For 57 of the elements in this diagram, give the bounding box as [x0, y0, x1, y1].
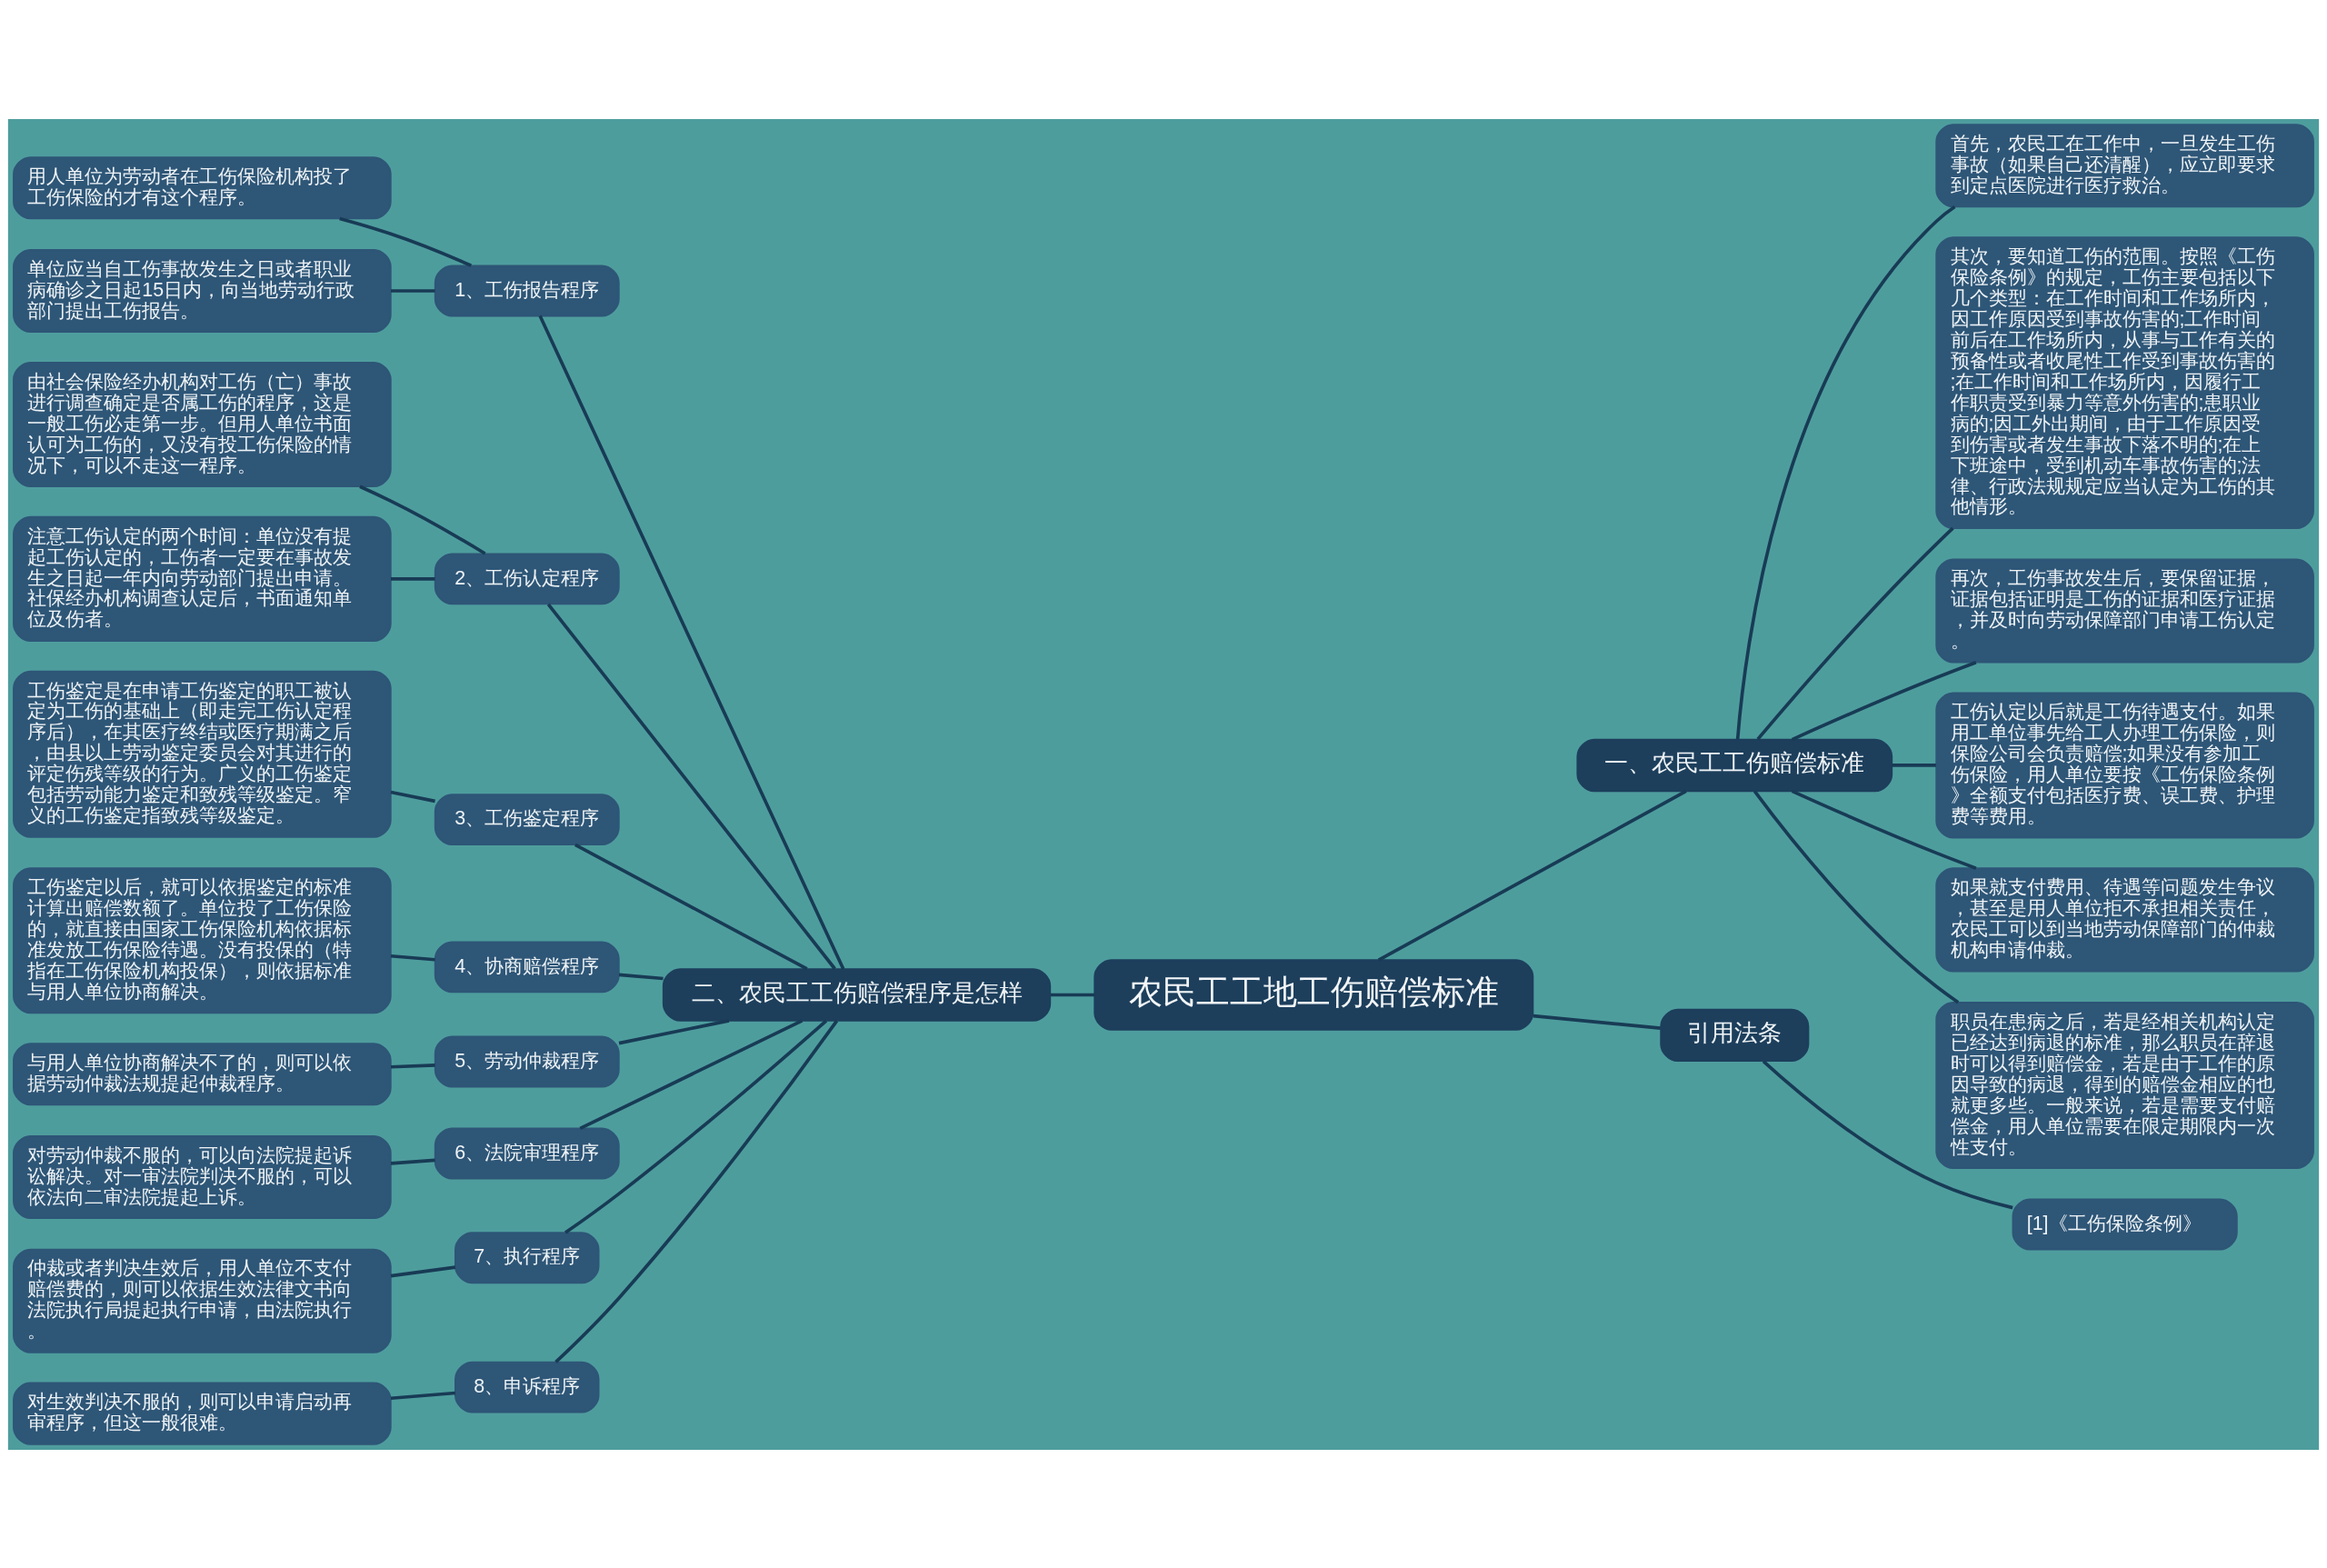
node-box: 7、执行程序: [454, 1231, 600, 1283]
connector: [1892, 763, 1936, 767]
connector: [390, 1391, 456, 1400]
node-box: 注意工伤认定的两个时间：单位没有提起工伤认定的，工伤者一定要在事故发生之日起一年内向劳动部门提出申请。社保经办机构调查认定后，书面通知单位及伤者。: [13, 515, 392, 642]
node-box: 一、农民工工伤赔偿标准: [1576, 738, 1893, 792]
node-box: 工伤认定以后就是工伤待遇支付。如果用工单位事先给工人办理工伤保险，则保险公司会负责赔偿;如果没有参加工伤保险，用人单位要按《工伤保险条例》全额支付包括医疗费、误工费、护理费等费用。: [1935, 691, 2314, 838]
connector: [618, 1018, 730, 1044]
node-box: 农民工工地工伤赔偿标准: [1094, 958, 1534, 1031]
node-box: 对生效判决不服的，则可以申请启动再审程序，但这一般很难。: [13, 1382, 392, 1445]
connector: [546, 603, 836, 970]
connector: [1533, 1014, 1661, 1030]
node-box: 再次，工伤事故发生后，要保留证据，证据包括证明是工伤的证据和医疗证据，并及时向劳动保障部门申请工伤认定。: [1935, 558, 2314, 664]
node-box: 单位应当自工伤事故发生之日或者职业病确诊之日起15日内，向当地劳动行政部门提出工伤报告。: [13, 248, 392, 333]
node-box: 其次，要知道工伤的范围。按照《工伤保险条例》的规定，工伤主要包括以下几个类型：在工作时间和工作场所内，因工作原因受到事故伤害的;工作时间前后在工作场所内，从事与工作有关的预备性或者收尾性工作受到事故伤害的;在工作时间和工作场所内，因履行工作职责受到暴力等意外伤害的;患职业病的;因工外出期间，由于工作原因受到伤害或者发生事故下落不明的;在上下班途中，受到机动车事故伤害的;法律、行政法规规定应当认定为工伤的其他情形。: [1935, 235, 2314, 529]
connector: [538, 315, 845, 970]
connector: [1791, 789, 1977, 870]
connector: [579, 1018, 804, 1130]
connector: [618, 973, 664, 980]
node-box: [1]《工伤保险条例》: [2012, 1198, 2238, 1250]
connector: [1762, 1059, 2013, 1209]
node-box: 工伤鉴定以后，就可以依据鉴定的标准计算出赔偿数额了。单位投了工伤保险的，就直接由国家工伤保险机构依据标准发放工伤保险待遇。没有投保的（特指在工伤保险机构投保），则依据标准与用人单位协商解决。: [13, 866, 392, 1014]
connector: [359, 484, 486, 555]
node-box: 引用法条: [1660, 1008, 1810, 1062]
node-box: 5、劳动仲裁程序: [434, 1035, 620, 1087]
connector: [339, 216, 473, 267]
connector: [391, 288, 435, 293]
node-box: 仲裁或者判决生效后，用人单位不支付赔偿费的，则可以依据生效法律文书向法院执行局提起执行申请，由法院执行。: [13, 1248, 392, 1353]
connector: [574, 843, 808, 971]
node-box: 3、工伤鉴定程序: [434, 793, 620, 845]
connector: [564, 1019, 828, 1234]
connector: [390, 954, 435, 962]
node-box: 6、法院审理程序: [434, 1127, 620, 1179]
node-box: 8、申诉程序: [454, 1361, 600, 1413]
connector: [1753, 789, 1960, 1004]
connector: [391, 576, 435, 581]
node-box: 职员在患病之后，若是经相关机构认定已经达到病退的标准，那么职员在辞退时可以得到赔偿金，若是由于工作的原因导致的病退，得到的赔偿金相应的也就更多些。一般来说，若是需要支付赔偿金，用人单位需要在限定期限内一次性支付。: [1935, 1001, 2314, 1169]
node-box: 用人单位为劳动者在工伤保险机构投了工伤保险的才有这个程序。: [13, 155, 392, 219]
connector: [390, 1264, 456, 1277]
connector: [1377, 789, 1687, 962]
node-box: 4、协商赔偿程序: [434, 940, 620, 993]
connector: [390, 790, 435, 803]
connector: [1791, 660, 1977, 741]
connector: [1756, 526, 1954, 740]
connector: [390, 1063, 435, 1069]
node-box: 对劳动仲裁不服的，可以向法院提起诉讼解决。对一审法院判决不服的，可以依法向二审法院提起上诉。: [13, 1134, 392, 1219]
node-box: 二、农民工工伤赔偿程序是怎样: [662, 967, 1052, 1022]
node-box: 2、工伤认定程序: [434, 552, 620, 604]
connector: [554, 1019, 839, 1363]
node-box: 由社会保险经办机构对工伤（亡）事故进行调查确定是否属工伤的程序，这是一般工伤必走第一步。但用人单位书面认可为工伤的，又没有投工伤保险的情况下，可以不走这一程序。: [13, 361, 392, 487]
node-box: 工伤鉴定是在申请工伤鉴定的职工被认定为工伤的基础上（即走完工伤认定程序后），在其医疗终结或医疗期满之后，由县以上劳动鉴定委员会对其进行的评定伤残等级的行为。广义的工伤鉴定包括劳动能力鉴定和致残等级鉴定。窄义的工伤鉴定指致残等级鉴定。: [13, 670, 392, 838]
connector: [1735, 205, 1956, 739]
node-box: 首先，农民工在工作中，一旦发生工伤事故（如果自己还清醒），应立即要求到定点医院进行医疗救治。: [1935, 123, 2314, 207]
node-box: 与用人单位协商解决不了的，则可以依据劳动仲裁法规提起仲裁程序。: [13, 1042, 392, 1105]
connector: [390, 1157, 435, 1165]
node-box: 1、工伤报告程序: [434, 265, 620, 316]
node-box: 如果就支付费用、待遇等问题发生争议，甚至是用人单位拒不承担相关责任，农民工可以到当地劳动保障部门的仲裁机构申请仲裁。: [1935, 866, 2314, 972]
connector: [1051, 993, 1095, 996]
